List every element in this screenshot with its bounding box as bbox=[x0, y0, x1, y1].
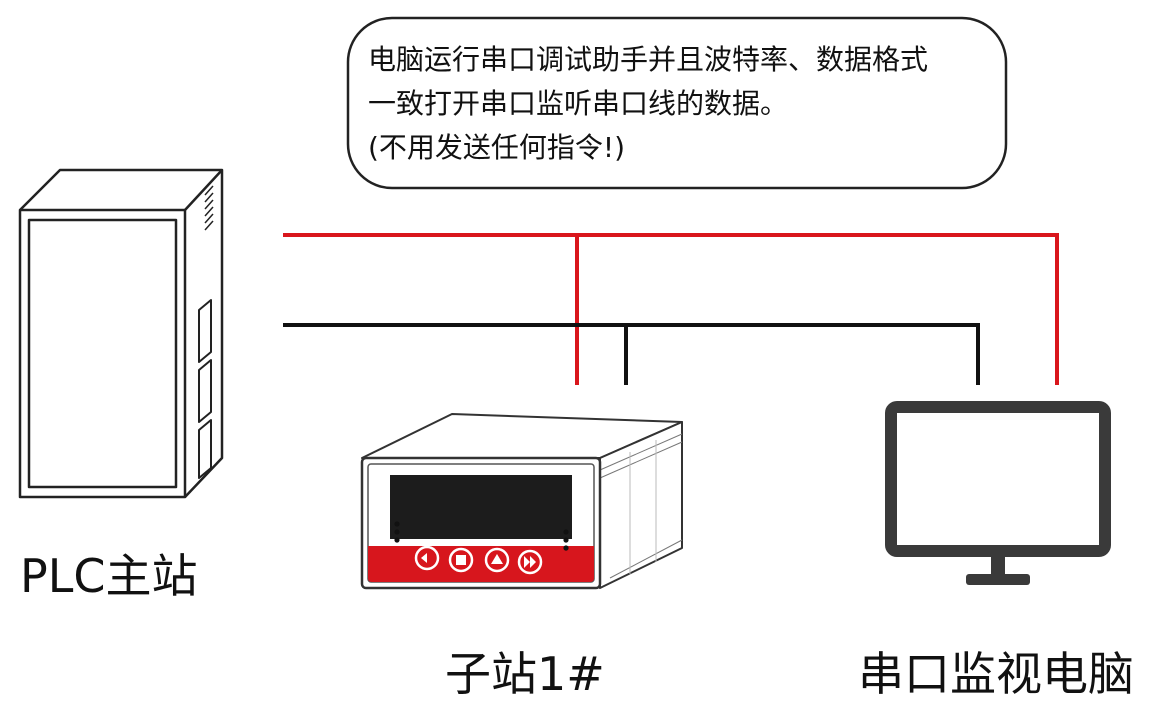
note-text: 电脑运行串口调试助手并且波特率、数据格式 一致打开串口监听串口线的数据。 (不用… bbox=[368, 38, 1008, 170]
serial-monitor-pc-label: 串口监视电脑 bbox=[858, 647, 1134, 701]
slave-device-icon bbox=[360, 413, 683, 590]
note-bubble bbox=[346, 16, 1008, 190]
note-line-2: 一致打开串口监听串口线的数据。 bbox=[368, 87, 789, 120]
monitor-icon bbox=[885, 401, 1111, 585]
slave-station-label: 子站1# bbox=[445, 647, 605, 701]
plc-master-label: PLC主站 bbox=[20, 549, 198, 603]
black-bus-wire bbox=[283, 323, 980, 385]
note-line-1: 电脑运行串口调试助手并且波特率、数据格式 bbox=[368, 43, 929, 76]
note-line-3: (不用发送任何指令!) bbox=[368, 131, 626, 164]
plc-cabinet-icon bbox=[18, 168, 224, 499]
red-bus-wire bbox=[283, 233, 1059, 385]
